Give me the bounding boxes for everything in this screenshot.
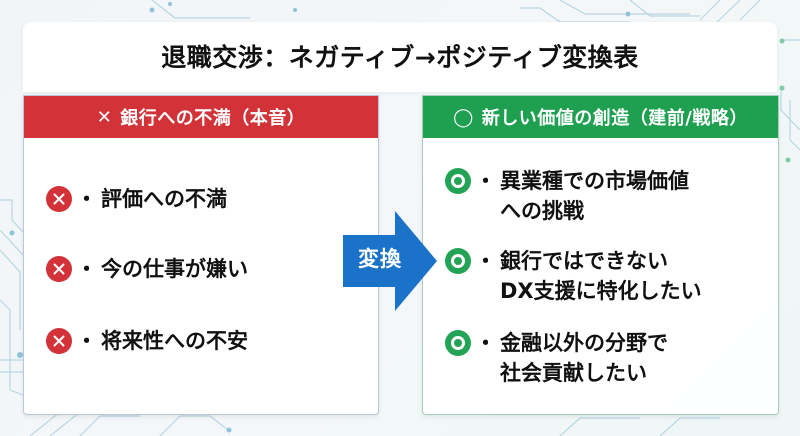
double-circle-icon: [445, 168, 471, 194]
negative-item-text: 評価への不満: [101, 187, 227, 211]
page-title: 退職交渉：ネガティブ→ポジティブ変換表: [161, 43, 639, 72]
double-circle-icon: [445, 248, 471, 274]
positive-item: ・ 異業種での市場価値 への挑戦: [445, 166, 689, 226]
bullet: ・: [76, 329, 97, 353]
positive-panel: ◯ 新しい価値の創造（建前/戦略） ・ 異業種での市場価値 への挑戦 ・ 銀行で…: [422, 95, 779, 415]
double-circle-icon: [445, 330, 471, 356]
negative-panel-title: 銀行への不満（本音）: [120, 108, 306, 129]
negative-item-text: 今の仕事が嫌い: [101, 257, 248, 281]
circle-icon: ◯: [453, 106, 474, 128]
positive-item-text: 異業種での市場価値 への挑戦: [500, 169, 689, 223]
positive-item-text: 銀行ではできない DX支援に特化したい: [500, 249, 702, 303]
bullet: ・: [76, 187, 97, 211]
negative-item: ・ 今の仕事が嫌い: [46, 254, 248, 284]
positive-item-text: 金融以外の分野で 社会貢献したい: [500, 331, 668, 385]
bullet: ・: [475, 249, 496, 273]
negative-panel-header: ✕ 銀行への不満（本音）: [24, 96, 378, 138]
positive-panel-header: ◯ 新しい価値の創造（建前/戦略）: [423, 96, 778, 138]
negative-item-text: 将来性への不安: [101, 329, 248, 353]
bullet: ・: [475, 169, 496, 193]
negative-item: ・ 評価への不満: [46, 184, 227, 214]
positive-item: ・ 金融以外の分野で 社会貢献したい: [445, 328, 668, 388]
x-circle-icon: [46, 328, 72, 354]
positive-panel-title: 新しい価値の創造（建前/戦略）: [481, 108, 748, 129]
title-card: 退職交渉：ネガティブ→ポジティブ変換表: [23, 22, 777, 92]
negative-panel: ✕ 銀行への不満（本音） ・ 評価への不満 ・ 今の仕事が嫌い ・ 将来性への不…: [23, 95, 379, 415]
bullet: ・: [76, 257, 97, 281]
negative-item: ・ 将来性への不安: [46, 326, 248, 356]
positive-item: ・ 銀行ではできない DX支援に特化したい: [445, 246, 702, 306]
cross-icon: ✕: [96, 106, 113, 128]
x-circle-icon: [46, 186, 72, 212]
arrow-label: 変換: [358, 247, 402, 271]
bullet: ・: [475, 331, 496, 355]
right-arrow-icon: [343, 211, 437, 311]
x-circle-icon: [46, 256, 72, 282]
